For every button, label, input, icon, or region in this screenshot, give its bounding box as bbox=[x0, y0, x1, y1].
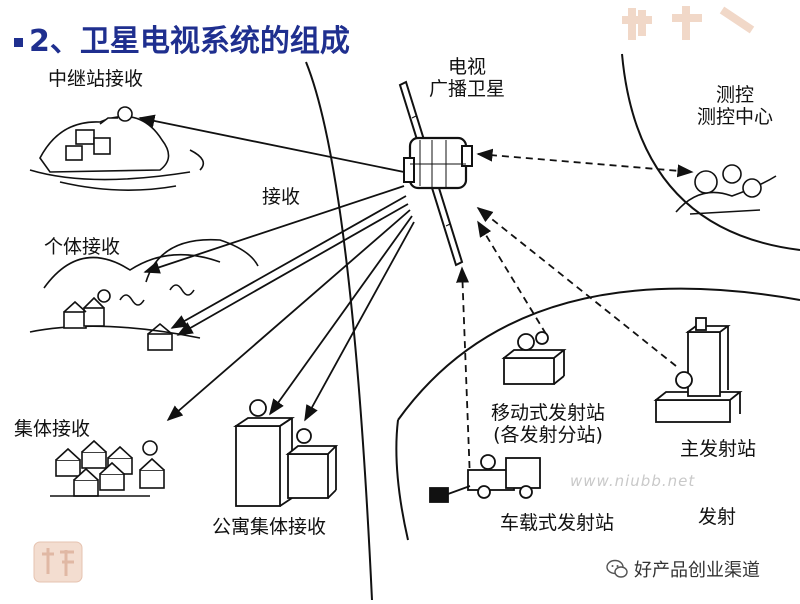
label-relay-reception: 中继站接收 bbox=[48, 68, 144, 90]
label-satellite-line1: 电视 bbox=[447, 56, 486, 78]
individual-reception-icon bbox=[29, 238, 259, 351]
label-receive: 接收 bbox=[262, 186, 301, 208]
label-vehicle-station: 车载式发射站 bbox=[500, 512, 615, 534]
label-transmit: 发射 bbox=[698, 506, 737, 528]
label-control-line2: 测控中心 bbox=[696, 106, 773, 128]
label-individual-reception: 个体接收 bbox=[44, 236, 121, 258]
label-mobile-station: 移动式发射站 (各发射分站) bbox=[482, 402, 614, 446]
relay-station-icon bbox=[29, 106, 205, 191]
label-collective-reception: 集体接收 bbox=[14, 418, 91, 440]
corner-decoration bbox=[612, 0, 762, 44]
label-satellite: 电视 广播卫星 bbox=[424, 56, 510, 100]
wechat-account-name: 好产品创业渠道 bbox=[634, 560, 760, 581]
label-apartment-reception: 公寓集体接收 bbox=[212, 516, 327, 538]
seal-stamp-icon bbox=[32, 540, 84, 584]
satellite-icon bbox=[398, 80, 473, 267]
label-mobile-station-line1: 移动式发射站 bbox=[490, 402, 605, 424]
region-boundary-receive bbox=[305, 61, 373, 601]
dashed-links bbox=[456, 148, 694, 481]
receive-arrows bbox=[138, 114, 415, 422]
collective-reception-icon bbox=[50, 439, 165, 497]
apartment-buildings-icon bbox=[233, 399, 339, 507]
title-text: 2、卫星电视系统的组成 bbox=[29, 24, 350, 59]
control-center-icon bbox=[675, 164, 777, 215]
page-title: 2、卫星电视系统的组成 bbox=[14, 24, 350, 60]
main-station-icon bbox=[653, 317, 743, 423]
title-bullet bbox=[14, 38, 23, 47]
label-mobile-station-line2: (各发射分站) bbox=[493, 424, 603, 446]
wechat-icon bbox=[606, 559, 628, 578]
label-main-station: 主发射站 bbox=[680, 438, 757, 460]
mobile-station-icon bbox=[501, 331, 567, 385]
watermark-text: www.niubb.net bbox=[570, 472, 696, 490]
label-control-line1: 测控 bbox=[715, 84, 754, 106]
region-boundary-control bbox=[621, 53, 800, 251]
region-boundary-transmit bbox=[397, 287, 800, 421]
label-satellite-line2: 广播卫星 bbox=[428, 78, 505, 100]
vehicle-station-icon bbox=[429, 454, 541, 503]
wechat-account: 好产品创业渠道 bbox=[606, 556, 760, 582]
label-control: 测控 测控中心 bbox=[690, 84, 780, 128]
